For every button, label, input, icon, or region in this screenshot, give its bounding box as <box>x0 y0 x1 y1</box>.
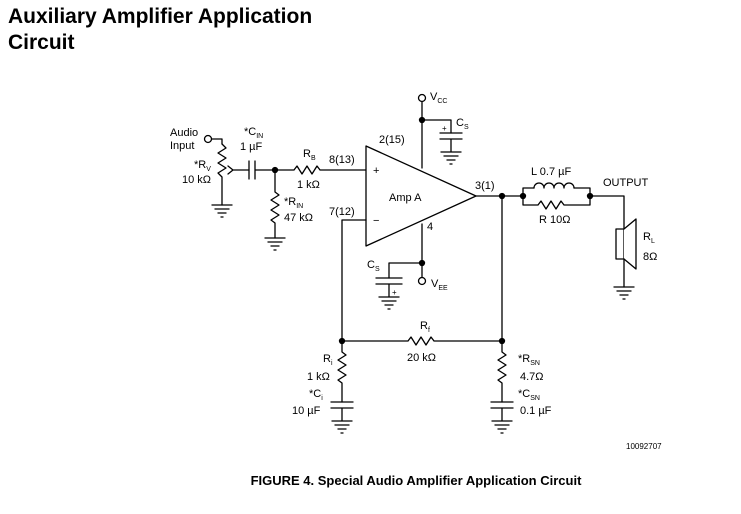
amplifier-triangle <box>365 145 477 247</box>
output-label: OUTPUT <box>603 177 649 189</box>
pin-vcc-label: 2(15) <box>379 134 405 146</box>
ground-symbol <box>613 286 635 300</box>
resistor-r-label: R 10Ω <box>539 214 570 226</box>
resistor-ri <box>337 340 347 403</box>
rl-label: RL <box>643 231 655 245</box>
resistor-rsn <box>497 340 507 403</box>
title-line-1: Auxiliary Amplifier Application <box>8 5 313 28</box>
inductor-l <box>522 182 591 197</box>
pin-plus-label: 8(13) <box>329 154 355 166</box>
ci-value: 10 µF <box>292 405 321 417</box>
vee-label: VEE <box>431 278 448 292</box>
ci-label: *Ci <box>309 388 323 402</box>
csn-label: *CSN <box>518 388 540 402</box>
rsn-value: 4.7Ω <box>520 371 544 383</box>
rb-value: 1 kΩ <box>297 179 320 191</box>
rf-label: Rf <box>420 320 430 334</box>
cs-bottom-label: CS <box>367 259 380 273</box>
rv-label: *RV <box>194 159 211 173</box>
rv-value: 10 kΩ <box>182 174 211 186</box>
ground-symbol <box>264 237 286 251</box>
capacitor-ci <box>330 401 354 434</box>
audio-input-terminal <box>203 134 223 145</box>
cin-value: 1 µF <box>240 141 263 153</box>
speaker-rl <box>589 195 637 288</box>
rsn-label: *RSN <box>518 353 540 367</box>
cs-top-label: CS <box>456 117 469 131</box>
ri-label: Ri <box>323 353 333 367</box>
ri-value: 1 kΩ <box>307 371 330 383</box>
resistor-rin <box>270 169 280 239</box>
resistor-r <box>522 195 591 210</box>
rin-value: 47 kΩ <box>284 212 313 224</box>
vcc-terminal <box>417 93 452 169</box>
title-line-2: Circuit <box>8 31 75 54</box>
rb-label: RB <box>303 148 316 162</box>
capacitor-cin <box>248 160 276 180</box>
figure-id: 10092707 <box>626 442 662 451</box>
capacitor-cs-bottom <box>375 277 403 310</box>
ground-symbol <box>211 204 233 218</box>
inductor-label: L 0.7 µF <box>531 166 571 178</box>
capacitor-cs-top <box>439 132 463 165</box>
resistor-rf <box>341 336 503 346</box>
audio-input-label: Input <box>170 140 194 152</box>
rf-value: 20 kΩ <box>407 352 436 364</box>
resistor-rb <box>274 165 367 175</box>
figure-caption: FIGURE 4. Special Audio Amplifier Applic… <box>250 473 582 488</box>
junction-dot <box>418 116 426 124</box>
cin-label: *CIN <box>244 126 263 140</box>
capacitor-csn <box>490 401 514 434</box>
junction-dot <box>418 259 426 267</box>
plus-sign: + <box>373 165 379 177</box>
vee-terminal <box>388 223 427 286</box>
page-title: Auxiliary Amplifier Application Circuit <box>8 4 312 56</box>
cs-top-plus: + <box>442 124 447 133</box>
pin-vee-label: 4 <box>427 221 433 233</box>
pin-out-label: 3(1) <box>475 180 495 192</box>
pin-minus-label: 7(12) <box>329 206 355 218</box>
amplifier-label: Amp A <box>389 192 422 204</box>
csn-value: 0.1 µF <box>520 405 552 417</box>
feedback-wire <box>341 219 367 342</box>
audio-input-label: Audio <box>170 127 198 139</box>
rin-label: *RIN <box>284 196 303 210</box>
cs-bottom-plus: + <box>392 288 397 297</box>
vcc-label: VCC <box>430 91 447 105</box>
rl-value: 8Ω <box>643 251 657 263</box>
minus-sign: − <box>373 215 379 227</box>
potentiometer-rv <box>217 143 250 206</box>
